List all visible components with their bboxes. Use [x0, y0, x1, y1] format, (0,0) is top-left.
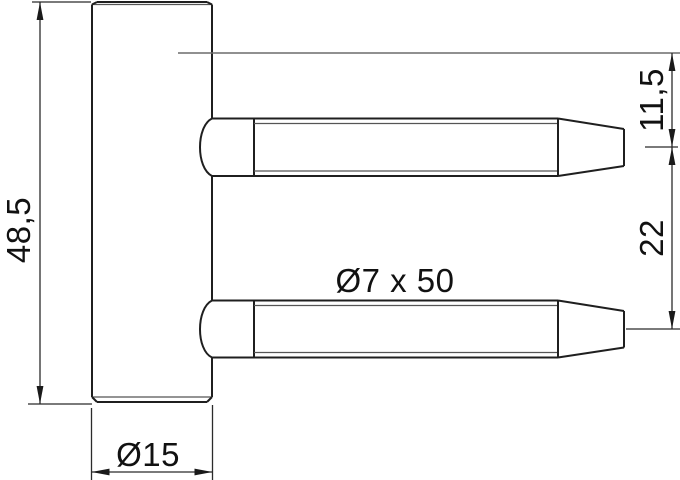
- arrowhead-up-icon: [36, 2, 44, 20]
- arrowhead-down-icon: [668, 311, 676, 329]
- dimension-label-pin-spacing: 22: [633, 219, 670, 257]
- arrowhead-up-icon: [668, 53, 676, 71]
- dimension-barrel-diameter: Ø15: [90, 405, 214, 480]
- arrowhead-left-icon: [91, 468, 110, 476]
- arrowhead-down-icon: [668, 129, 676, 147]
- barrel-chamfer-bottom-left: [91, 396, 98, 403]
- pin-spec-label: Ø7 x 50: [335, 262, 454, 299]
- bottom-pin: [199, 299, 625, 359]
- top-pin-taper-bottom: [557, 165, 625, 177]
- arrowhead-right-icon: [194, 468, 213, 476]
- top-pin-taper-top: [557, 117, 625, 130]
- arrowhead-down-icon: [36, 386, 44, 404]
- barrel-chamfer-top-right: [206, 1, 213, 6]
- dimension-top-offset: 11,5: [633, 53, 678, 148]
- dimension-overall-height: 48,5: [0, 1, 92, 405]
- barrel-chamfer-top-left: [91, 1, 98, 6]
- dimension-label-overall-height: 48,5: [0, 197, 37, 263]
- bottom-pin-dome-head: [199, 299, 213, 359]
- barrel-chamfer-bottom-right: [206, 396, 213, 403]
- dimension-pin-spacing: 22: [626, 147, 680, 330]
- bottom-pin-taper-bottom: [557, 346, 625, 359]
- bottom-pin-taper-top: [557, 299, 625, 312]
- top-pin: [199, 117, 625, 177]
- top-pin-dome-head: [199, 117, 213, 177]
- barrel-outline: [91, 1, 213, 403]
- dimension-label-top-offset: 11,5: [633, 68, 670, 132]
- arrowhead-up-icon: [668, 147, 676, 165]
- dimension-label-barrel-diameter: Ø15: [116, 436, 180, 473]
